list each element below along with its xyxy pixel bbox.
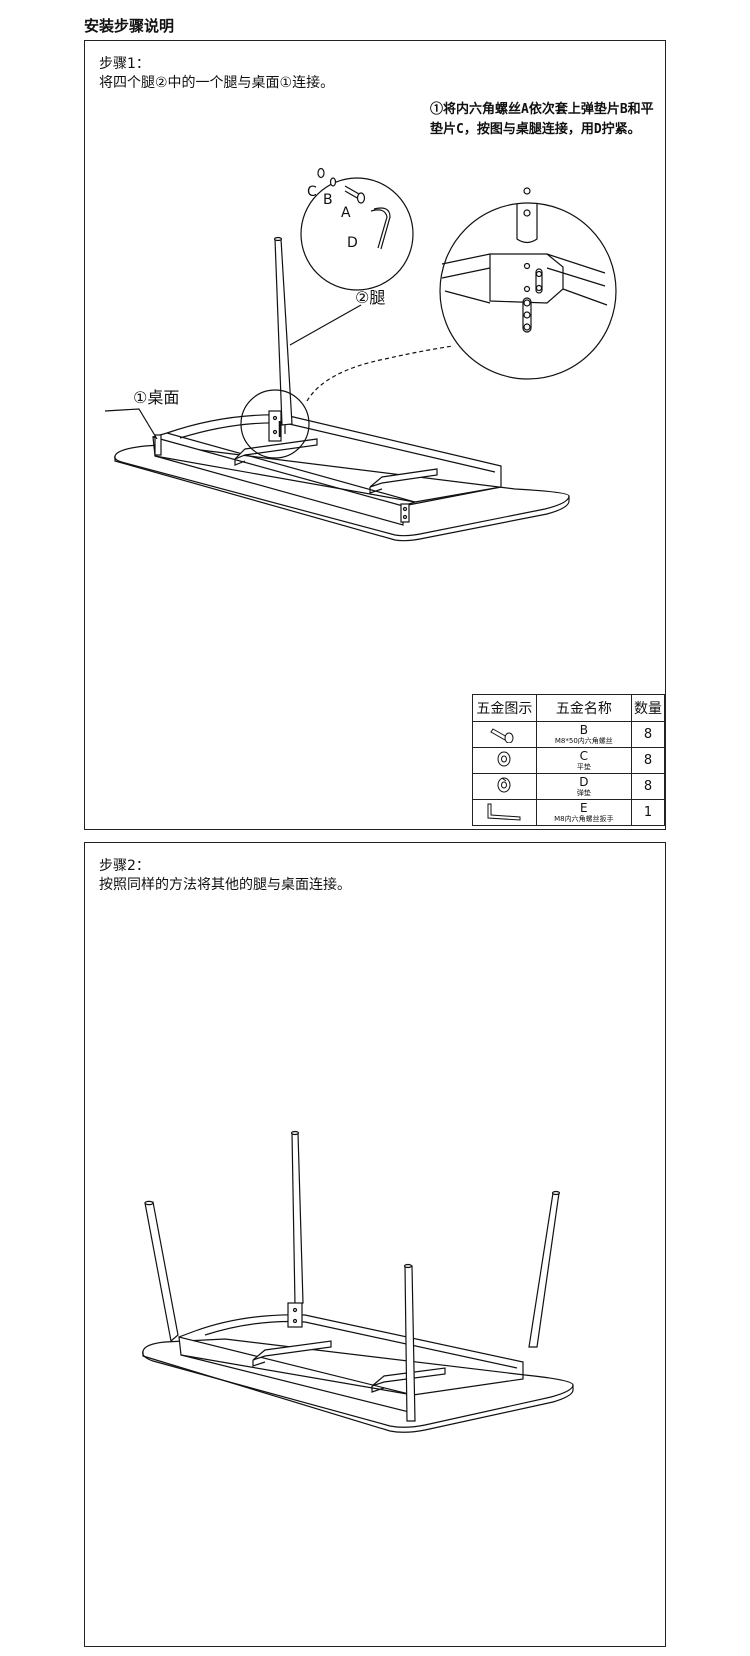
- step2-label: 步骤2：: [99, 858, 150, 874]
- hardware-table-header: 五金图示 五金名称 数量: [472, 694, 666, 722]
- step2-illustration: [142, 1130, 574, 1433]
- step1-illustration: ②腿 ①桌面 C B A D: [104, 167, 617, 542]
- hardware-code: B: [579, 722, 588, 737]
- hardware-quantity: 8: [630, 747, 666, 774]
- hardware-code: D: [579, 774, 589, 789]
- bolt-icon: [472, 721, 537, 748]
- joint-detail-circle: [240, 389, 310, 459]
- table-top-drawing: [114, 414, 570, 542]
- header-illustration: 五金图示: [472, 694, 537, 722]
- table-leg-drawing: [273, 236, 293, 426]
- hardware-quantity: 1: [630, 799, 666, 826]
- joint-bracket-drawing: [268, 410, 282, 442]
- hardware-code: E: [580, 800, 588, 815]
- hardware-spec: 弹垫: [576, 788, 591, 797]
- hardware-spec: M8*50内六角螺丝: [554, 736, 613, 745]
- header-quantity: 数量: [630, 694, 666, 722]
- exploded-hardware-drawing: [317, 167, 391, 250]
- step2-description: 按照同样的方法将其他的腿与桌面连接。: [99, 877, 351, 893]
- callout-d: D: [347, 235, 358, 251]
- zoom-connector: [306, 345, 454, 402]
- hardware-quantity: 8: [630, 773, 666, 800]
- spring-washer-icon: [472, 773, 537, 800]
- hardware-spec: M8内六角螺丝扳手: [554, 814, 614, 823]
- hex-key-icon: [472, 799, 537, 826]
- step1-note: ①将内六角螺丝A依次套上弹垫片B和平垫片C，按图与桌腿连接，用D拧紧。: [430, 102, 654, 137]
- step1-label: 步骤1：: [99, 56, 150, 72]
- step2-panel: 步骤2： 按照同样的方法将其他的腿与桌面连接。: [84, 842, 666, 1647]
- step1-description: 将四个腿②中的一个腿与桌面①连接。: [99, 75, 335, 91]
- callout-c: C: [307, 184, 317, 200]
- callout-a: A: [341, 205, 351, 221]
- hardware-quantity: 8: [630, 721, 666, 748]
- assembled-table-drawing: [142, 1130, 574, 1433]
- hardware-code: C: [579, 748, 589, 763]
- step1-panel: 步骤1： 将四个腿②中的一个腿与桌面①连接。 ①将内六角螺丝A依次套上弹垫片B和…: [84, 40, 666, 830]
- zoom-joint-drawing: [441, 187, 608, 333]
- tabletop-callout: ①桌面: [133, 388, 179, 407]
- header-name: 五金名称: [535, 694, 632, 722]
- leg-callout: ②腿: [355, 288, 385, 307]
- hardware-detail-circle: [300, 177, 414, 291]
- callout-b: B: [323, 192, 333, 208]
- flat-washer-icon: [472, 747, 537, 774]
- top-leader: [104, 408, 158, 440]
- page-title: 安装步骤说明: [84, 17, 175, 35]
- leg-leader: [289, 304, 362, 346]
- hardware-spec: 平垫: [576, 762, 591, 771]
